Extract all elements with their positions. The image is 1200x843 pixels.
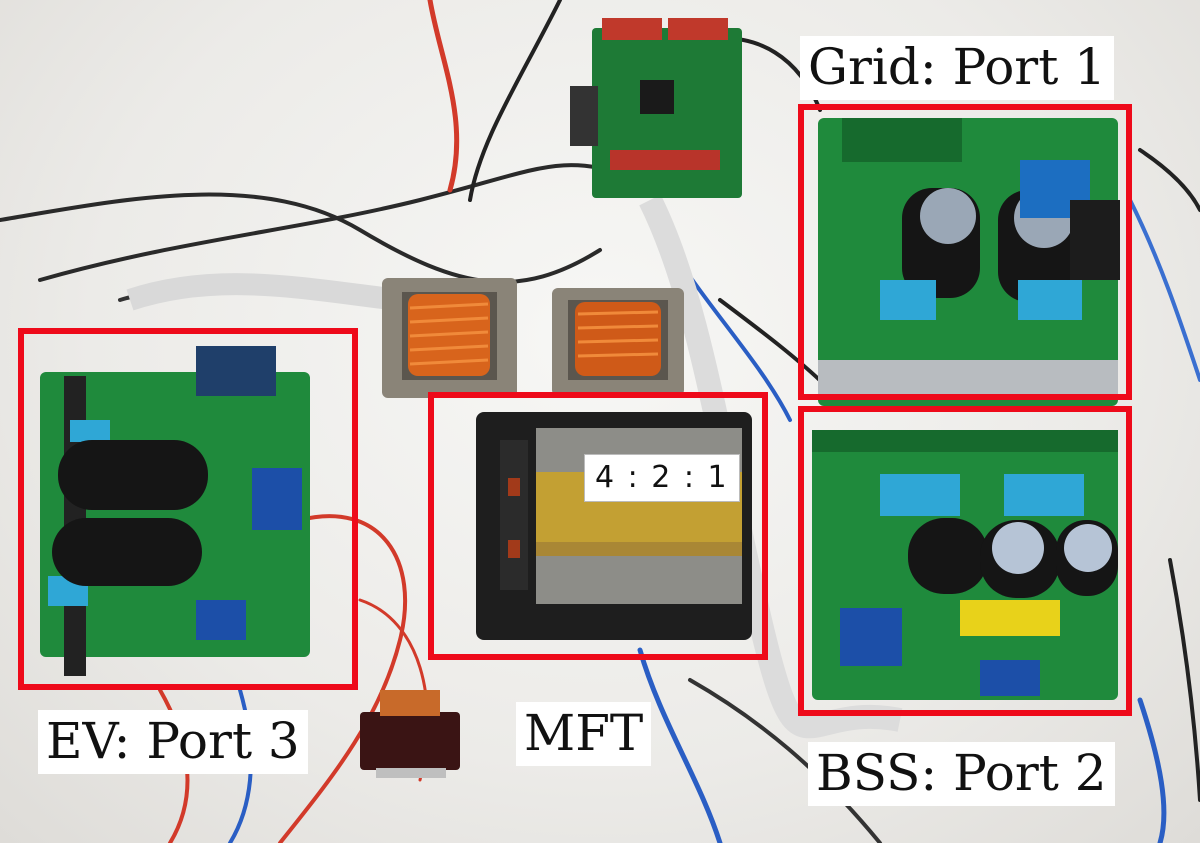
bss-port-caption: BSS: Port 2 [808,742,1115,806]
grid-board [818,118,1120,406]
ev-port-highlight-box [18,328,358,690]
controller-board [570,18,742,198]
grid-port-highlight-box [798,104,1132,400]
mft-highlight-box [428,392,768,660]
ribbon-cable-left [126,273,402,311]
turns-ratio-label: 4 : 2 : 1 [584,454,740,502]
mft-caption: MFT [516,702,652,766]
bss-board [812,430,1118,700]
transformer-right [552,288,684,396]
transformer-left [382,278,517,398]
ev-board [40,346,310,676]
ev-port-caption: EV: Port 3 [38,710,308,774]
small-inductor [360,690,460,778]
bss-port-highlight-box [798,406,1132,716]
ribbon-cable-right [639,194,903,739]
grid-port-caption: Grid: Port 1 [800,36,1114,100]
